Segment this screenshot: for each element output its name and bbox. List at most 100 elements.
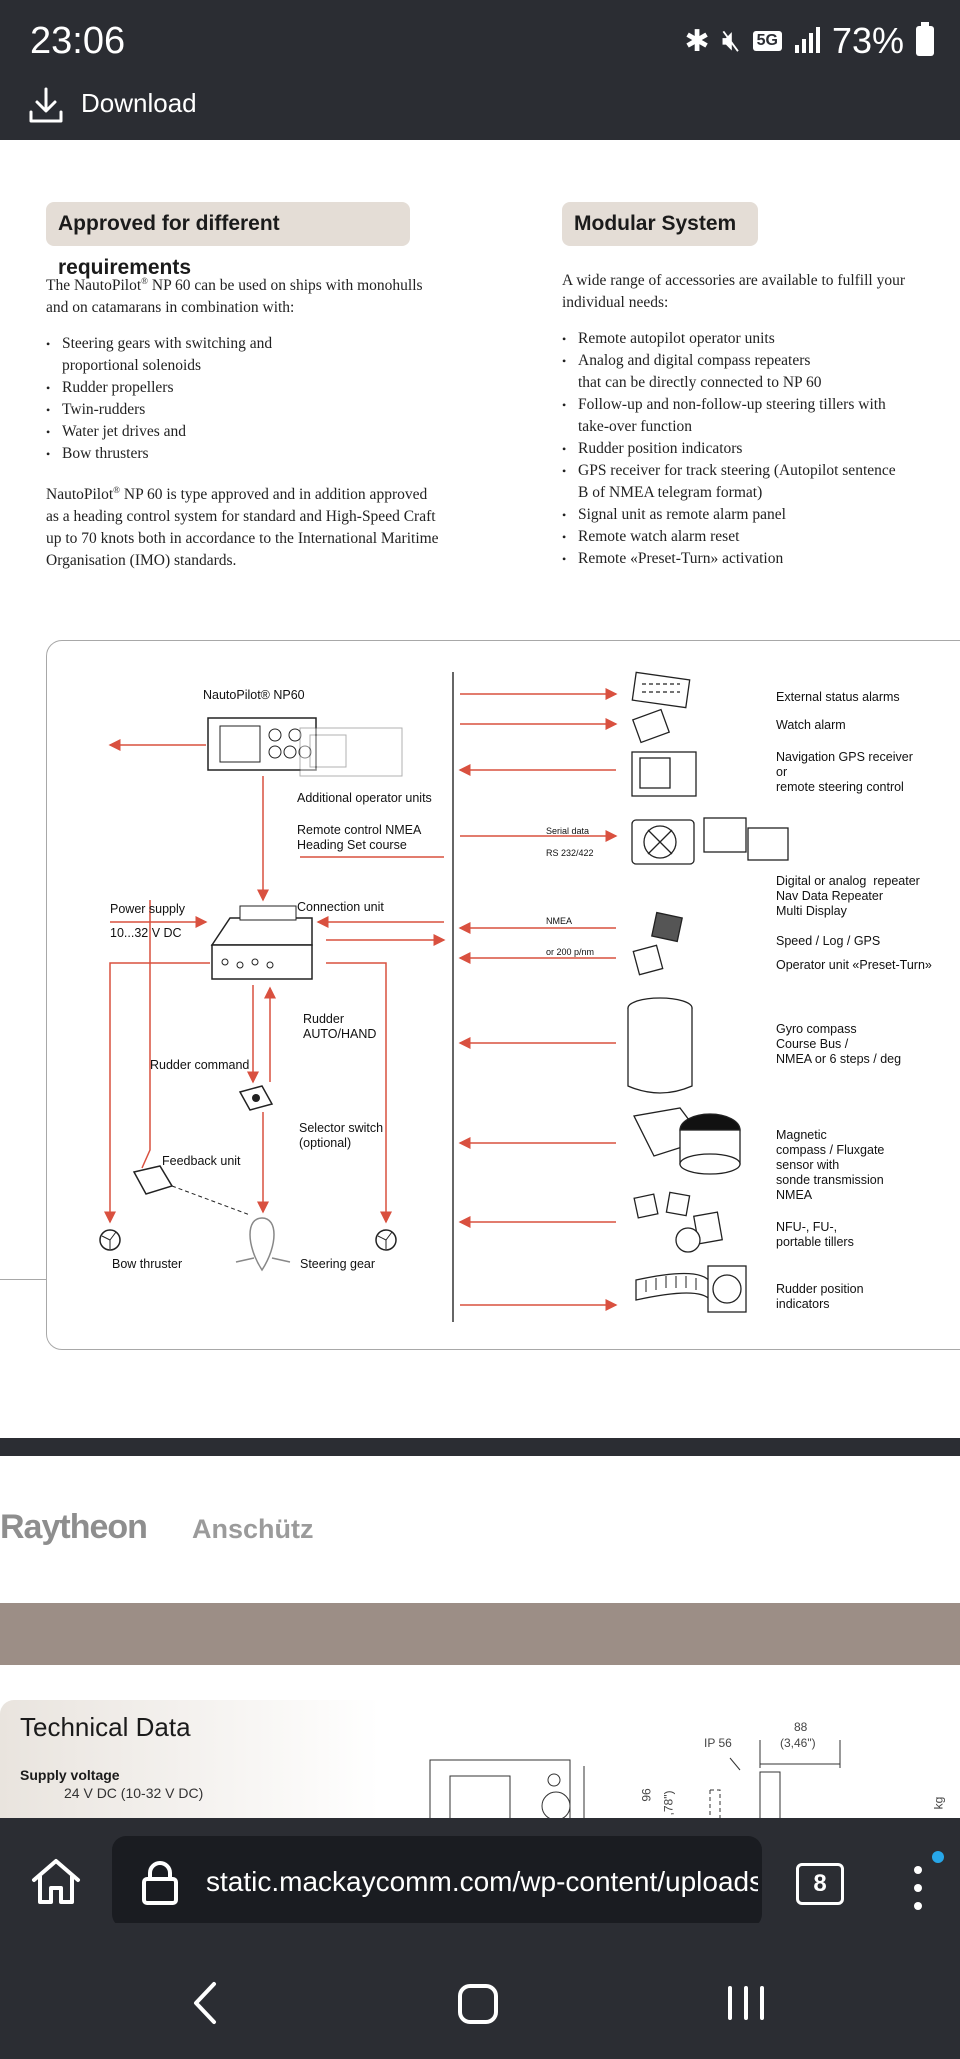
connection-unit-icon xyxy=(210,905,313,980)
tab-count-button[interactable]: 8 xyxy=(796,1863,844,1905)
color-band xyxy=(0,1603,960,1665)
list-item: take-over function xyxy=(578,418,693,435)
steering-propeller-icon xyxy=(375,1229,397,1251)
repeater-label: Digital or analog repeater Nav Data Repe… xyxy=(776,874,920,918)
gyro-label: Gyro compass Course Bus / NMEA or 6 step… xyxy=(776,1022,902,1066)
left-arrows xyxy=(104,739,446,1224)
rudder-indicator-icon xyxy=(635,1265,747,1313)
intro-a: The NautoPilot xyxy=(46,277,142,295)
recents-icon[interactable] xyxy=(724,1984,768,2022)
list-item: Rudder position indicators xyxy=(562,438,952,460)
url-field[interactable] xyxy=(112,1836,762,1928)
bow-thruster-icon xyxy=(99,1229,121,1251)
para2-b: NP 60 is type approved and in addition a… xyxy=(120,486,428,504)
registered-mark: ® xyxy=(113,485,121,496)
dim-78-label: ,78") xyxy=(661,1790,676,1816)
battery-percent: 73% xyxy=(831,20,904,61)
back-icon[interactable] xyxy=(190,1978,220,2028)
approval-line-1: NautoPilot® NP 60 is type approved and i… xyxy=(46,479,506,506)
list-item: Remote «Preset-Turn» activation xyxy=(562,548,952,570)
intro-b: NP 60 can be used on ships with monohull… xyxy=(148,277,423,295)
approval-line: as a heading control system for standard… xyxy=(46,508,436,526)
rudder-auto-hand-label: Rudder AUTO/HAND xyxy=(303,1012,377,1041)
selector-switch-icon xyxy=(238,1085,274,1111)
rs232-label: RS 232/422 xyxy=(546,848,594,858)
magnetic-label: Magnetic compass / Fluxgate sensor with … xyxy=(776,1128,885,1202)
additional-units-label: Additional operator units xyxy=(297,791,432,805)
magnetic-compass-icon xyxy=(633,1107,741,1175)
status-time: 23:06 xyxy=(30,20,126,62)
list-item: Remote autopilot operator units xyxy=(562,328,952,350)
list-item: Remote watch alarm reset xyxy=(562,526,952,548)
home-icon[interactable] xyxy=(28,1856,84,1906)
additional-unit-icon xyxy=(299,727,403,777)
diagram-drawing xyxy=(99,671,789,1322)
bluetooth-icon: ✱ xyxy=(684,24,710,58)
power-supply-label: Power supply xyxy=(110,902,186,916)
or-200-label: or 200 p/nm xyxy=(546,947,595,957)
download-bar[interactable]: Download xyxy=(0,80,960,140)
intro-line-1: The NautoPilot® NP 60 can be used on shi… xyxy=(46,270,506,297)
mute-icon: 🔇︎ xyxy=(721,24,741,57)
list-item: Signal unit as remote alarm panel xyxy=(562,504,952,526)
home-nav-icon[interactable] xyxy=(456,1982,500,2026)
list-item: B of NMEA telegram format) xyxy=(578,484,763,501)
list-item: Follow-up and non-follow-up steering til… xyxy=(562,394,952,416)
dim-96-label: 96 xyxy=(639,1788,654,1802)
rudder-command-label: Rudder command xyxy=(150,1058,250,1072)
tiller-icon xyxy=(633,1191,724,1253)
approval-line: up to 70 knots both in accordance to the… xyxy=(46,530,439,548)
gps-receiver-icon xyxy=(631,751,697,797)
preset-turn-label: Operator unit «Preset-Turn» xyxy=(776,958,932,972)
watch-alarm-icon xyxy=(631,708,671,744)
list-item: Analog and digital compass repeaters xyxy=(562,350,952,372)
modular-text: A wide range of accessories are availabl… xyxy=(562,270,952,570)
intro-line-2: and on catamarans in combination with: xyxy=(46,299,295,317)
dim-kg-label: kg xyxy=(931,1796,946,1810)
np60-label: NautoPilot® NP60 xyxy=(203,688,305,702)
speed-log-label: Speed / Log / GPS xyxy=(776,934,881,948)
selector-switch-label: Selector switch (optional) xyxy=(299,1121,384,1150)
feedback-unit-label: Feedback unit xyxy=(162,1154,241,1168)
preset-turn-icon xyxy=(632,944,664,976)
list-item: that can be directly connected to NP 60 xyxy=(578,374,822,391)
system-nav-bar xyxy=(0,1923,960,2059)
steering-gear-icon xyxy=(235,1217,291,1272)
remote-control-label: Remote control NMEA Heading Set course xyxy=(297,823,422,852)
download-icon[interactable] xyxy=(28,86,64,126)
intro-line: individual needs: xyxy=(562,294,669,311)
dimension-drawing xyxy=(429,1740,841,1820)
tech-title: Technical Data xyxy=(20,1712,191,1742)
ext-alarms-label: External status alarms xyxy=(776,690,900,704)
list-item: Twin-rudders xyxy=(46,399,506,421)
list-item: Steering gears with switching and xyxy=(46,333,506,355)
brand-sub: Anschütz xyxy=(192,1514,314,1544)
notification-dot xyxy=(932,1851,944,1863)
section-heading-requirements: Approved for different requirements xyxy=(46,202,410,279)
steering-gear-label: Steering gear xyxy=(300,1257,376,1271)
5g-icon: 5G xyxy=(752,31,782,51)
dim-88-label: 88 xyxy=(794,1720,808,1734)
dim-inch-label: (3,46") xyxy=(780,1736,816,1750)
lock-icon[interactable] xyxy=(140,1861,180,1905)
speed-log-icon xyxy=(651,911,683,943)
download-label[interactable]: Download xyxy=(81,88,197,118)
list-item: proportional solenoids xyxy=(62,357,202,375)
np60-unit-icon xyxy=(207,717,317,771)
dim-ip-label: IP 56 xyxy=(704,1736,732,1750)
accessories-list: Remote autopilot operator units Analog a… xyxy=(562,328,952,570)
gyro-compass-icon xyxy=(627,997,693,1094)
list-item: GPS receiver for track steering (Autopil… xyxy=(562,460,952,482)
alarm-panel-icon xyxy=(631,671,691,709)
section-heading-modular: Modular System xyxy=(562,202,758,246)
repeater-icon xyxy=(631,817,789,865)
bow-thruster-label: Bow thruster xyxy=(112,1257,183,1271)
right-arrows xyxy=(458,688,618,1311)
supply-voltage-label: Supply voltage xyxy=(20,1767,120,1783)
requirements-list: Steering gears with switching and propor… xyxy=(46,333,506,465)
registered-mark: ® xyxy=(141,276,148,286)
more-menu-icon[interactable] xyxy=(908,1860,928,1916)
page-divider-band xyxy=(0,1438,960,1456)
status-bar: 23:06 ✱ 🔇︎ 5G 73% xyxy=(0,0,960,80)
url-text[interactable]: static.mackaycomm.com/wp-content/uploads xyxy=(206,1866,758,1897)
